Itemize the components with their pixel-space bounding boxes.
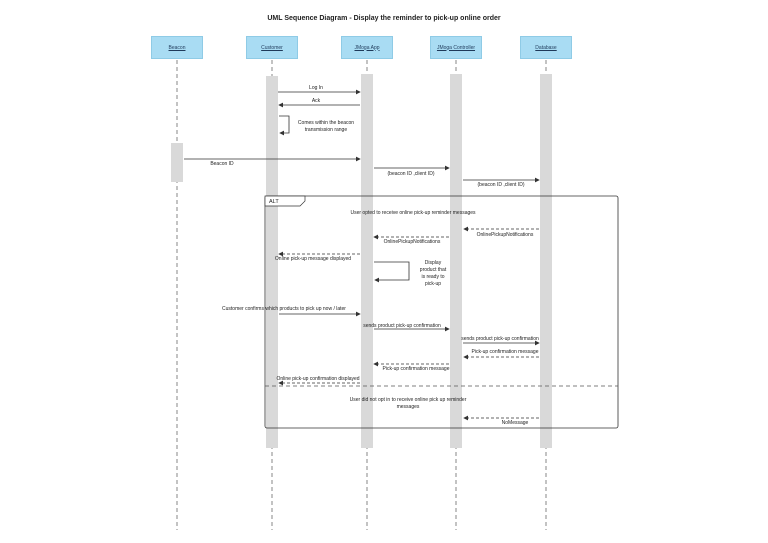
msg-controller-confirmation-message-label: Pick-up confirmation message — [383, 366, 450, 372]
alt-condition-1: User opted to receive online pick-up rem… — [350, 210, 476, 216]
actor-app: JMoga App — [341, 36, 393, 59]
msg-controller-sends-confirmation-label: sends product pick-up confirmation — [461, 336, 539, 342]
msg-app-controller-ids-label: (beacon ID ,client ID) — [388, 171, 435, 177]
msg-controller-db-ids-label: (beacon ID ,client ID) — [478, 182, 525, 188]
msg-self-display-label-4: pick-up — [425, 281, 441, 287]
actor-label: JMoga Controller — [436, 44, 476, 51]
msg-self-display-label-1: Display — [425, 260, 442, 266]
msg-ack-label: Ack — [312, 98, 321, 104]
actor-beacon: Beacon — [151, 36, 203, 59]
alt-frame — [264, 195, 619, 429]
alt-frame-label: ALT — [269, 199, 279, 205]
msg-self-display-label-3: is ready to — [421, 274, 444, 280]
msg-self-range — [279, 115, 290, 136]
msg-no-message-label: NoMessage — [502, 420, 529, 426]
alt-condition-2b: messages — [397, 404, 420, 410]
msg-controller-notifications-label: OnlinePickupNotifications — [384, 239, 441, 245]
activation-customer — [266, 76, 278, 448]
msg-login-label: Log In — [309, 85, 323, 91]
actor-customer: Customer — [246, 36, 298, 59]
msg-db-confirmation-message-label: Pick-up confirmation message — [472, 349, 539, 355]
actor-database: Database — [520, 36, 572, 59]
msg-beacon-id-label: Beacon ID — [210, 161, 234, 167]
diagram-title: UML Sequence Diagram - Display the remin… — [267, 15, 501, 22]
activation-app — [361, 74, 373, 448]
actor-label: Database — [535, 44, 557, 51]
msg-self-range-label-2: transmission range — [305, 127, 347, 133]
msg-customer-confirms-label: Customer confirms which products to pick… — [222, 306, 346, 312]
msg-self-range-label-1: Comes within the beacon — [298, 120, 354, 126]
activation-controller — [450, 74, 462, 448]
alt-condition-2a: User did not opt in to receive online pi… — [350, 397, 467, 403]
actor-controller: JMoga Controller — [430, 36, 482, 59]
msg-self-display — [374, 261, 410, 283]
msg-db-notifications-label: OnlinePickupNotifications — [477, 232, 534, 238]
msg-confirmation-displayed-label: Online pick-up confirmation displayed — [276, 376, 359, 382]
activation-beacon — [171, 143, 183, 182]
actor-label: JMoga App — [354, 44, 380, 51]
alt-frame-tab — [264, 195, 306, 207]
msg-self-display-label-2: product that — [420, 267, 447, 273]
actor-label: Beacon — [168, 44, 186, 51]
actor-label: Customer — [261, 44, 283, 51]
activation-database — [540, 74, 552, 448]
msg-app-sends-confirmation-label: sends product pick-up confirmation — [363, 323, 441, 329]
msg-message-displayed-label: Online pick-up message displayed — [275, 256, 351, 262]
